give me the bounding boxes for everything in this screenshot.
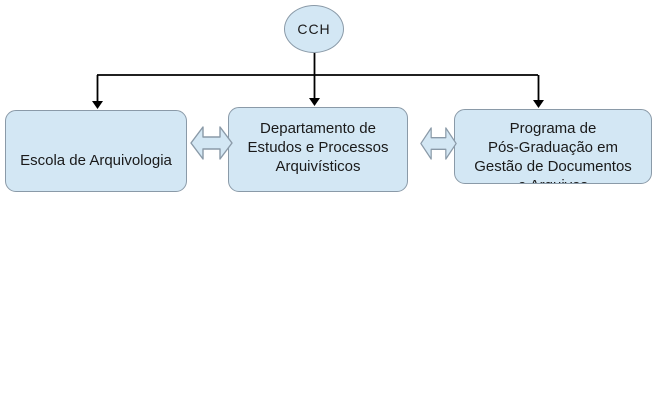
node-cch: CCH: [284, 5, 344, 53]
node-label-line: Pós-Graduação em: [487, 139, 619, 156]
node-label-line: Arquivísticos: [275, 158, 361, 175]
double-arrow-icon: [190, 126, 233, 160]
arrow-down-icon: [533, 100, 544, 108]
node-cch-label: CCH: [297, 21, 331, 37]
arrow-down-icon: [309, 98, 320, 106]
node-label-line: Estudos e Processos: [247, 139, 389, 156]
node-label-line: Gestão de Documentos: [474, 158, 632, 175]
node-escola-de-arquivologia: Escola de Arquivologia: [5, 110, 187, 192]
node-label-line: Departamento de: [260, 120, 376, 137]
node-programa-pos-graduacao: Programa de Pós-Graduação em Gestão de D…: [454, 109, 652, 184]
double-arrow-icon: [420, 127, 457, 160]
node-label-line: Escola de Arquivologia: [20, 152, 172, 169]
arrow-down-icon: [92, 101, 103, 109]
node-label-line: Programa de: [509, 120, 597, 137]
node-label-line-clipped: e Arquivos: [455, 176, 651, 183]
node-departamento-estudos-processos-arquivisticos: Departamento de Estudos e Processos Arqu…: [228, 107, 408, 192]
